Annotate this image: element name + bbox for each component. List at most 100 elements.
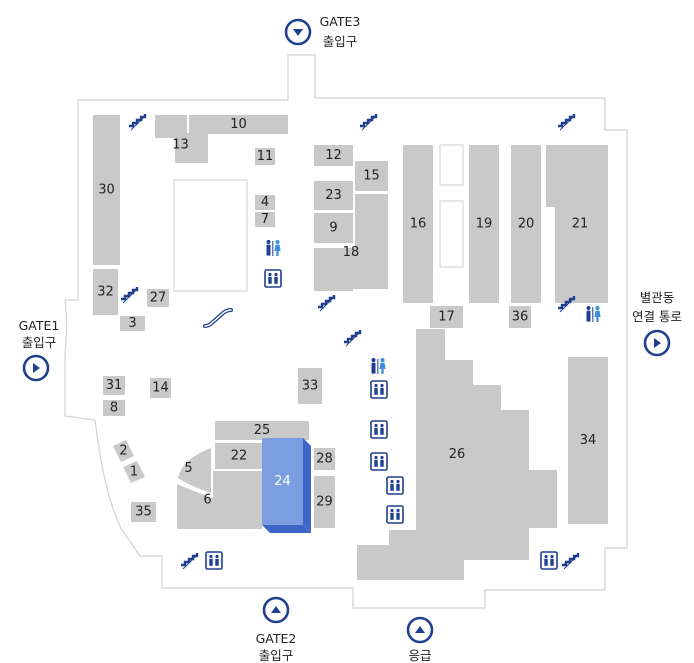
- room-20[interactable]: [511, 145, 541, 303]
- elevator-icon: [370, 452, 388, 471]
- room-3[interactable]: [120, 316, 145, 331]
- room-12-label: 12: [325, 148, 342, 163]
- elevator-icon: [370, 380, 388, 399]
- room-13-label: 13: [172, 138, 189, 153]
- room-9[interactable]: [314, 213, 353, 243]
- room-21-label: 21: [572, 217, 589, 232]
- room-17-label: 17: [438, 310, 455, 325]
- room-24-bottom: [262, 525, 311, 533]
- room-28[interactable]: [314, 448, 335, 470]
- room-25[interactable]: [215, 421, 309, 440]
- room-26-label: 26: [449, 447, 466, 462]
- room-35-label: 35: [135, 505, 152, 520]
- room-30[interactable]: [93, 115, 120, 265]
- elevator-icon: [386, 505, 404, 524]
- gate1-arrow-icon[interactable]: [22, 354, 50, 382]
- room-34[interactable]: [568, 357, 608, 524]
- room-7-label: 7: [261, 212, 269, 227]
- room-5-label: 5: [184, 461, 192, 476]
- elevator-icon: [386, 476, 404, 495]
- gate2-sublabel: 출입구: [259, 648, 294, 663]
- room-24[interactable]: [262, 438, 303, 525]
- room-5[interactable]: [178, 448, 211, 493]
- gate3-label: GATE3: [320, 14, 361, 29]
- room-19-label: 19: [476, 217, 493, 232]
- room-12[interactable]: [314, 145, 353, 166]
- room-27[interactable]: [147, 289, 169, 307]
- elevator-icon: [205, 551, 223, 570]
- annex-passage[interactable]: 별관동 연결 통로: [632, 290, 682, 357]
- room-21[interactable]: [546, 145, 608, 303]
- emergency-arrow-icon[interactable]: [406, 616, 434, 644]
- room-36-label: 36: [512, 310, 529, 325]
- gate2-arrow-icon[interactable]: [262, 596, 290, 624]
- gate2-label: GATE2: [256, 631, 297, 646]
- room-18-label: 18: [343, 245, 360, 260]
- room-7[interactable]: [255, 212, 275, 227]
- room-30-label: 30: [98, 183, 115, 198]
- room-10[interactable]: [189, 115, 288, 134]
- room-23-label: 23: [325, 188, 342, 203]
- room-26[interactable]: [357, 329, 557, 580]
- emergency-label: 응급: [408, 648, 431, 663]
- room-32[interactable]: [93, 269, 118, 315]
- room-25-label: 25: [254, 423, 271, 438]
- room-2-label: 2: [119, 444, 127, 459]
- room-6-label: 6: [203, 493, 211, 508]
- gate3-sublabel: 출입구: [323, 34, 358, 49]
- room-34-label: 34: [580, 433, 597, 448]
- room-9-label: 9: [329, 221, 337, 236]
- room-23[interactable]: [314, 181, 353, 210]
- gate1-label: GATE1: [19, 318, 60, 333]
- room-15[interactable]: [355, 161, 388, 191]
- room-24-side: [303, 438, 311, 533]
- elevator-icon: [264, 269, 282, 288]
- room-11-label: 11: [257, 149, 274, 164]
- room-8[interactable]: [103, 400, 125, 416]
- escalator-icon: [203, 308, 233, 328]
- room-3-label: 3: [128, 316, 136, 331]
- room-4[interactable]: [255, 195, 275, 210]
- room-14-label: 14: [152, 381, 169, 396]
- room-31[interactable]: [103, 376, 125, 395]
- light-well-bottom: [439, 200, 464, 268]
- gate1-sublabel: 출입구: [22, 335, 57, 350]
- room-6[interactable]: [177, 471, 262, 529]
- room-32-label: 32: [97, 285, 114, 300]
- room-35[interactable]: [131, 502, 156, 522]
- room-33-label: 33: [302, 379, 319, 394]
- room-28-label: 28: [316, 452, 333, 467]
- gate2-entrance[interactable]: GATE2 출입구: [256, 596, 297, 663]
- gate1-entrance[interactable]: GATE1 출입구: [19, 318, 60, 382]
- emergency-entrance[interactable]: 응급: [406, 616, 434, 663]
- room-22[interactable]: [215, 443, 263, 469]
- room-11[interactable]: [255, 148, 275, 165]
- annex-arrow-icon[interactable]: [643, 329, 671, 357]
- gate3-arrow-icon[interactable]: [284, 18, 312, 46]
- room-1[interactable]: [123, 461, 145, 483]
- room-20-label: 20: [518, 217, 535, 232]
- room-4-label: 4: [261, 195, 269, 210]
- room-31-label: 31: [106, 378, 123, 393]
- room-19[interactable]: [469, 145, 499, 303]
- room-36[interactable]: [509, 306, 531, 328]
- room-14[interactable]: [150, 378, 171, 398]
- light-well-top: [439, 144, 464, 186]
- room-16-label: 16: [410, 217, 427, 232]
- room-16[interactable]: [403, 145, 433, 303]
- room-10-label: 10: [230, 117, 247, 132]
- room-1-label: 1: [130, 465, 138, 480]
- atrium-outline: [173, 179, 248, 292]
- room-13[interactable]: [155, 115, 208, 163]
- room-2[interactable]: [113, 440, 134, 462]
- annex-label: 별관동: [640, 290, 675, 305]
- room-17[interactable]: [430, 306, 463, 328]
- gate3-entrance[interactable]: GATE3 출입구: [284, 14, 361, 49]
- room-33[interactable]: [298, 368, 322, 404]
- room-29[interactable]: [314, 476, 335, 528]
- room-22-label: 22: [231, 449, 248, 464]
- room-29-label: 29: [316, 495, 333, 510]
- room-24-label: 24: [274, 474, 291, 489]
- room-18[interactable]: [314, 194, 388, 291]
